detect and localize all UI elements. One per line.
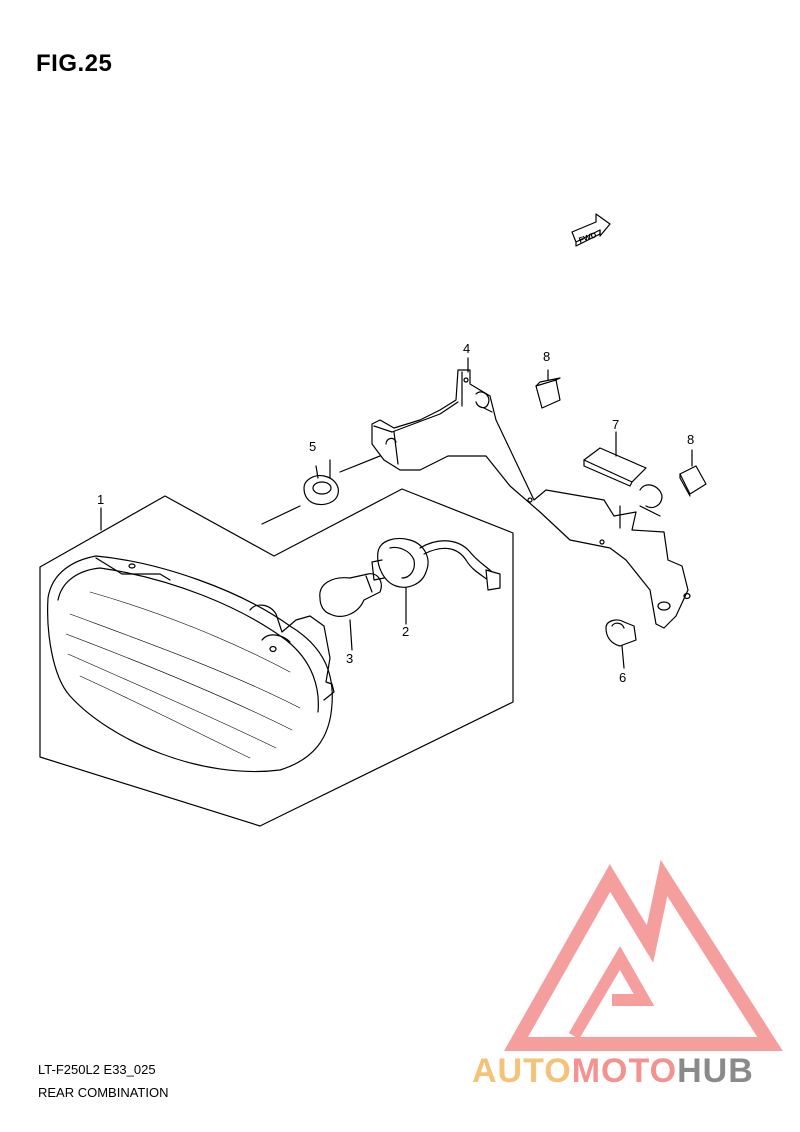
callout-8b: 8 (687, 432, 694, 447)
fwd-arrow-icon (571, 213, 611, 247)
watermark-moto: MOTO (572, 1052, 677, 1090)
bulb (319, 573, 382, 651)
part-1-group-outline (39, 488, 514, 827)
callout-2: 2 (402, 624, 409, 639)
watermark-hub: HUB (677, 1052, 754, 1090)
flange-bolt (605, 619, 637, 669)
watermark-auto: AUTO (472, 1052, 572, 1090)
callout-4: 4 (463, 341, 470, 356)
callout-1: 1 (97, 492, 104, 507)
socket-with-wiring (371, 537, 501, 625)
model-code: LT-F250L2 E33_025 (38, 1062, 156, 1077)
figure-title: FIG.25 (36, 50, 113, 77)
tail-lamp-housing (47, 555, 335, 773)
callout-3: 3 (346, 651, 353, 666)
mount-line-lower (261, 505, 301, 525)
callout-7: 7 (612, 417, 619, 432)
cushion-pad-upper (535, 369, 561, 409)
cushion-pad-lower (679, 449, 707, 497)
watermark-wordmark: AUTOMOTOHUB (472, 1052, 754, 1090)
callout-6: 6 (619, 670, 626, 685)
watermark-logo-icon (503, 859, 783, 1051)
cushion-strip (583, 431, 647, 487)
section-title: REAR COMBINATION (38, 1085, 169, 1100)
lamp-bracket (371, 369, 691, 629)
grommet (303, 459, 339, 506)
callout-5: 5 (309, 439, 316, 454)
callout-8a: 8 (543, 349, 550, 364)
